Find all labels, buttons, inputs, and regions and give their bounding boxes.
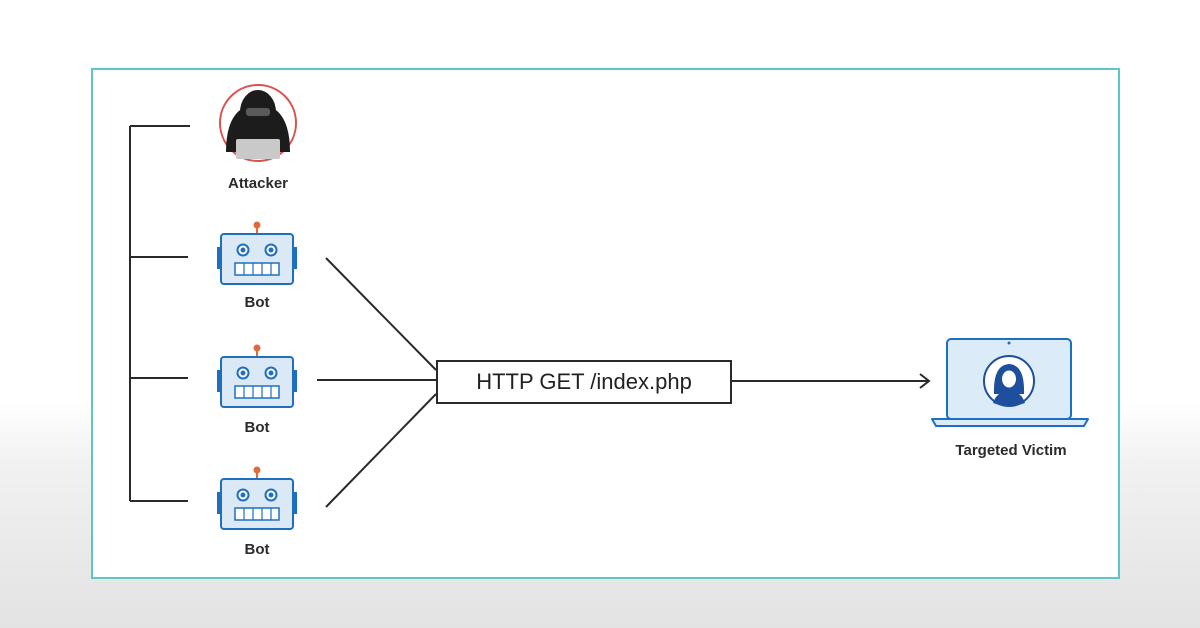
bot-icon bbox=[217, 466, 297, 530]
control-bracket bbox=[129, 125, 190, 502]
victim-avatar-icon bbox=[983, 355, 1035, 407]
http-request-label: HTTP GET /index.php bbox=[476, 369, 692, 394]
bot-label: Bot bbox=[244, 419, 270, 436]
request-arrow bbox=[732, 373, 931, 389]
bot-icon bbox=[217, 221, 297, 285]
victim-label: Targeted Victim bbox=[955, 442, 1067, 459]
attacker-icon bbox=[219, 84, 297, 162]
bot-icon bbox=[217, 344, 297, 408]
http-request-box: HTTP GET /index.php bbox=[436, 360, 732, 404]
attacker-label: Attacker bbox=[227, 175, 289, 192]
bot-label: Bot bbox=[244, 294, 270, 311]
bot-label: Bot bbox=[244, 541, 270, 558]
bot-request-connectors bbox=[317, 257, 437, 508]
